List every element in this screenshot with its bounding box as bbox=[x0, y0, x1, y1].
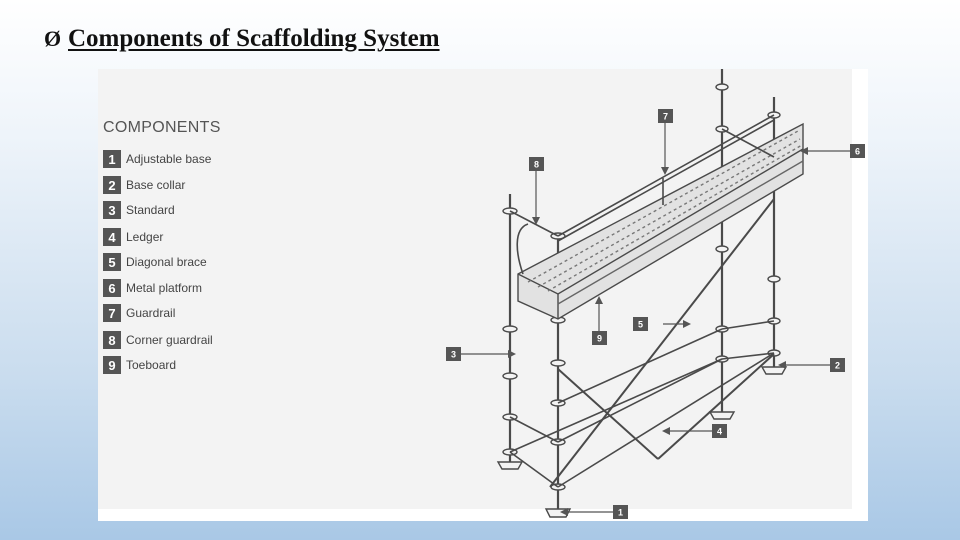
legend-number: 3 bbox=[103, 201, 121, 219]
legend-item-guardrail: 7 Guardrail bbox=[103, 304, 175, 322]
page-title: Components of Scaffolding System bbox=[68, 25, 440, 52]
legend-label: Metal platform bbox=[126, 281, 203, 295]
callout-5: 5 bbox=[633, 317, 648, 331]
legend-number: 6 bbox=[103, 279, 121, 297]
callout-8-label: 8 bbox=[534, 160, 539, 170]
callout-6-label: 6 bbox=[855, 147, 860, 157]
legend-number: 2 bbox=[103, 176, 121, 194]
legend-heading: COMPONENTS bbox=[103, 119, 221, 136]
legend-label: Ledger bbox=[126, 230, 164, 244]
slide-title: Ø Components of Scaffolding System bbox=[44, 22, 440, 56]
scaffolding-diagram: COMPONENTS 1 Adjustable base 2 Base coll… bbox=[98, 69, 868, 521]
legend-number: 9 bbox=[103, 356, 121, 374]
callout-9: 9 bbox=[592, 331, 607, 345]
legend-label: Standard bbox=[126, 203, 175, 217]
callout-5-label: 5 bbox=[638, 320, 643, 330]
callout-4: 4 bbox=[712, 424, 727, 438]
callout-1-label: 1 bbox=[618, 508, 623, 518]
legend-number: 1 bbox=[103, 150, 121, 168]
legend-number: 5 bbox=[103, 253, 121, 271]
arrow-bullet-icon: Ø bbox=[44, 26, 62, 51]
legend-number: 7 bbox=[103, 304, 121, 322]
legend-item-corner-guardrail: 8 Corner guardrail bbox=[103, 331, 213, 349]
legend-item-standard: 3 Standard bbox=[103, 201, 175, 219]
callout-1: 1 bbox=[613, 505, 628, 519]
legend-number: 4 bbox=[103, 228, 121, 246]
callout-4-label: 4 bbox=[717, 427, 722, 437]
guardrails bbox=[509, 114, 775, 275]
callout-3: 3 bbox=[446, 347, 461, 361]
toeboard bbox=[557, 160, 804, 305]
legend-item-ledger: 4 Ledger bbox=[103, 228, 163, 246]
legend-number: 8 bbox=[103, 331, 121, 349]
legend-label: Toeboard bbox=[126, 358, 177, 372]
legend-item-diagonal-brace: 5 Diagonal brace bbox=[103, 253, 207, 271]
scaffold-illustration: 7 8 6 5 9 3 2 4 1 bbox=[446, 69, 865, 519]
callout-9-label: 9 bbox=[597, 334, 602, 344]
callout-7: 7 bbox=[658, 109, 673, 123]
legend-label: Corner guardrail bbox=[126, 333, 213, 347]
base-plates bbox=[496, 366, 788, 518]
callout-2-label: 2 bbox=[835, 361, 840, 371]
legend-label: Guardrail bbox=[126, 306, 176, 320]
legend-label: Diagonal brace bbox=[126, 255, 207, 269]
legend-item-toeboard: 9 Toeboard bbox=[103, 356, 176, 374]
callout-3-label: 3 bbox=[451, 350, 456, 360]
metal-platform bbox=[517, 122, 804, 320]
legend-item-metal-platform: 6 Metal platform bbox=[103, 279, 202, 297]
callout-leaders bbox=[461, 123, 850, 513]
callout-6: 6 bbox=[850, 144, 865, 158]
legend-label: Adjustable base bbox=[126, 152, 212, 166]
legend-label: Base collar bbox=[126, 178, 186, 192]
legend-item-base-collar: 2 Base collar bbox=[103, 176, 185, 194]
diagonal-braces bbox=[549, 198, 775, 488]
callout-7-label: 7 bbox=[663, 112, 668, 122]
scaffold-structure bbox=[496, 69, 804, 518]
callout-2: 2 bbox=[830, 358, 845, 372]
legend-item-adjustable-base: 1 Adjustable base bbox=[103, 150, 211, 168]
callout-arrowheads bbox=[508, 147, 808, 516]
ledgers bbox=[509, 320, 775, 488]
callout-8: 8 bbox=[529, 157, 544, 171]
